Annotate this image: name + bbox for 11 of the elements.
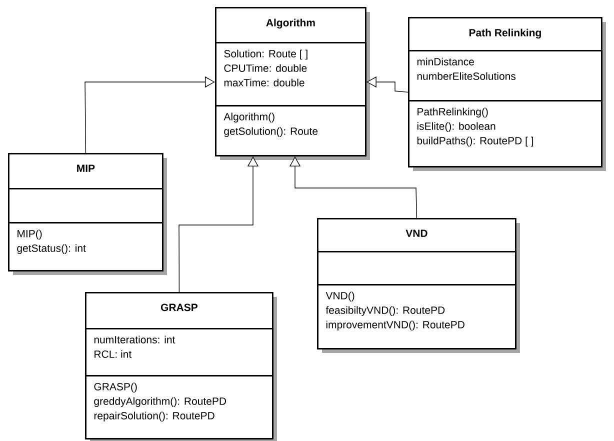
attribute-compartment: numIterations: int RCL: int [85,328,274,376]
method-compartment: GRASP() greddyAlgorithm(): RoutePD repairSolution(): RoutePD [85,375,274,440]
attribute-compartment: Solution: Route [ ] CPUTime: double maxTime: double [215,42,366,106]
method-compartment: VND() feasibiltyVND(): RoutePD improvementVND(): RoutePD [317,284,516,350]
method-compartment: Algorithm() getSolution(): Route [215,105,366,156]
empty-compartment [8,188,164,224]
empty-compartment [317,251,516,286]
inheritance-arrow [84,76,215,154]
attribute-compartment: minDistance numberEliteSolutions [408,50,602,102]
method-compartment: MIP() getStatus(): int [8,222,164,272]
method-compartment: PathRelinking() isElite(): boolean buildPaths(): RoutePD [ ] [408,100,602,168]
